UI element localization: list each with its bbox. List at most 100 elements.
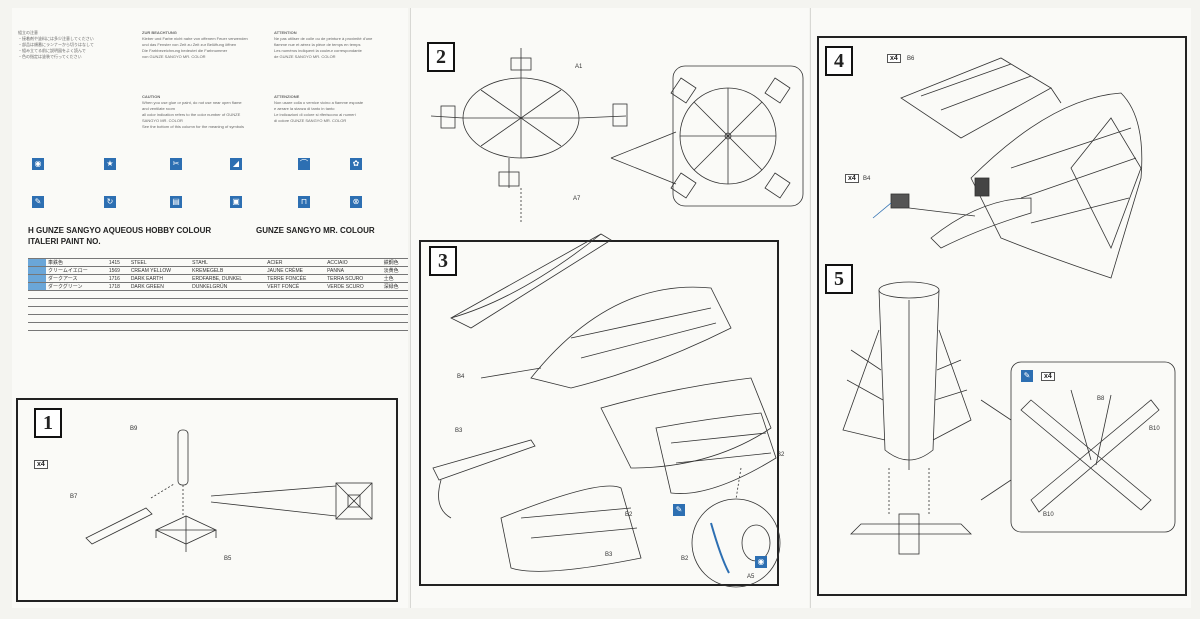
cut-icon: ✂ xyxy=(170,158,182,170)
paint-number: 1569 xyxy=(106,266,129,275)
instructions-panel-right: 4 x4 B6 x4 B4 5 x4 ✎ B8 B10 B10 xyxy=(810,8,1191,608)
paint-name-it: VERDE SCURO xyxy=(325,282,382,291)
paint-number: 1415 xyxy=(106,258,129,267)
paint-name-jp: ダークグリーン xyxy=(46,282,107,291)
italian-caution-text: Non usare colla o vernice vicino a fiamm… xyxy=(274,100,364,123)
part-label-a5: A5 xyxy=(747,574,755,580)
clamp-icon: ⊓ xyxy=(298,196,310,208)
steps-4-5-box xyxy=(817,36,1187,596)
paint-name-de: ERDFARBE, DUNKEL xyxy=(190,274,266,283)
part-label-b3-bottom: B3 xyxy=(605,552,613,558)
step-2-number: 2 xyxy=(427,42,455,72)
french-caution-text: Ne pas utiliser de colle ou de peinture … xyxy=(274,36,373,59)
paint-row-empty xyxy=(28,306,408,315)
italian-heading: ATTENZIONE xyxy=(274,94,300,99)
paint-row-empty xyxy=(28,330,408,338)
paint-header-aqueous: H GUNZE SANGYO AQUEOUS HOBBY COLOUR xyxy=(28,226,212,235)
paint-name-jp2: 鉄鋼色 xyxy=(381,258,408,267)
step-1-drawing xyxy=(85,429,373,552)
paint-name-en: CREAM YELLOW xyxy=(128,266,191,275)
step-3-drawing xyxy=(432,233,781,588)
english-caution-text: When you use glue or paint, do not use n… xyxy=(142,100,245,129)
step-1-multiplier: x4 xyxy=(34,460,48,469)
step-1-box xyxy=(16,398,398,602)
paint-icon: ✿ xyxy=(350,158,362,170)
paint-name-jp2: 淡黄色 xyxy=(381,266,408,275)
part-label-b4-step4: B4 xyxy=(863,176,871,182)
remove-icon: ⊗ xyxy=(350,196,362,208)
part-label-b8: B8 xyxy=(1097,396,1105,402)
paint-name-fr: TERRE FONCÉE xyxy=(265,274,326,283)
paint-name-en: DARK GREEN xyxy=(128,282,191,291)
paint-name-en: STEEL xyxy=(128,258,191,267)
part-label-b10-right: B10 xyxy=(1149,426,1160,432)
paint-name-jp: ダークアース xyxy=(46,274,107,283)
paint-code-swatch xyxy=(28,282,46,291)
part-label-b2-detail: B2 xyxy=(681,556,689,562)
glue-icon: ◉ xyxy=(32,158,44,170)
paint-name-fr: ACIER xyxy=(265,258,326,267)
paint-header-italeri: ITALERI PAINT NO. xyxy=(28,237,101,246)
brush-icon: ✎ xyxy=(32,196,44,208)
german-heading: ZUR BEACHTUNG xyxy=(142,30,177,35)
drill-icon: ◢ xyxy=(230,158,242,170)
paint-name-fr: JAUNE CRÈME xyxy=(265,266,326,275)
step-5-multiplier: x4 xyxy=(1041,372,1055,381)
french-heading: ATTENTION xyxy=(274,30,297,35)
paint-header-mr-colour: GUNZE SANGYO MR. COLOUR xyxy=(256,226,375,235)
sanding-icon: ▤ xyxy=(170,196,182,208)
part-label-a7: A7 xyxy=(573,196,581,202)
paint-name-jp: 車鉄色 xyxy=(46,258,107,267)
paint-name-de: STAHL xyxy=(190,258,266,267)
paint-name-de: DUNKELGRÜN xyxy=(190,282,266,291)
instructions-panel-left: 組立の注意 ・接着剤や塗料には多少注意してください ・部品は順番にランナーから切… xyxy=(12,8,408,608)
decal-icon: ▣ xyxy=(230,196,242,208)
part-label-b10-bottom: B10 xyxy=(1043,512,1054,518)
step-1-number: 1 xyxy=(34,408,62,438)
instructions-panel-middle: 2 A1 A7 3 B4 B3 B2 B3 B2 xyxy=(410,8,809,608)
paint-name-fr: VERT FONCÉ xyxy=(265,282,326,291)
paint-name-it: ACCIAIO xyxy=(325,258,382,267)
german-caution-text: Kleber und Farbe nicht nahe von offenem … xyxy=(142,36,248,59)
repeat-icon: ↻ xyxy=(104,196,116,208)
part-label-b5: B5 xyxy=(224,556,232,562)
paint-row-empty xyxy=(28,298,408,307)
brush-icon-step3: ✎ xyxy=(673,504,685,516)
part-label-b7: B7 xyxy=(70,494,78,500)
step-4-drawing xyxy=(872,57,1143,279)
paint-name-it: PANNA xyxy=(325,266,382,275)
step-4-number: 4 xyxy=(825,46,853,76)
part-label-b3: B3 xyxy=(455,428,463,434)
part-label-b9: B9 xyxy=(130,426,138,432)
part-label-b6: B6 xyxy=(907,56,915,62)
star-icon: ★ xyxy=(104,158,116,170)
paint-row-empty xyxy=(28,290,408,299)
step-4-multiplier-b4: x4 xyxy=(845,174,859,183)
step-5-number: 5 xyxy=(825,264,853,294)
paint-name-jp2: 土色 xyxy=(381,274,408,283)
step-4-multiplier: x4 xyxy=(887,54,901,63)
japanese-caution-text: 組立の注意 ・接着剤や塗料には多少注意してください ・部品は順番にランナーから切… xyxy=(18,30,94,59)
paint-row-empty xyxy=(28,322,408,331)
paint-name-en: DARK EARTH xyxy=(128,274,191,283)
part-label-a1: A1 xyxy=(575,64,583,70)
paint-number: 1718 xyxy=(106,282,129,291)
paint-name-it: TERRA SCURO xyxy=(325,274,382,283)
paint-row-empty xyxy=(28,314,408,323)
paint-name-jp: クリームイエロー xyxy=(46,266,107,275)
part-label-b4: B4 xyxy=(457,374,465,380)
step-2-drawing xyxy=(430,48,804,223)
paint-code-swatch xyxy=(28,258,46,267)
paint-code-swatch xyxy=(28,274,46,283)
paint-number: 1716 xyxy=(106,274,129,283)
part-label-b2-right: B2 xyxy=(777,452,785,458)
step-3-box xyxy=(419,240,779,586)
paint-name-de: KREMEGELB xyxy=(190,266,266,275)
paint-code-swatch xyxy=(28,266,46,275)
english-heading: CAUTION xyxy=(142,94,161,99)
step-3-number: 3 xyxy=(429,246,457,276)
